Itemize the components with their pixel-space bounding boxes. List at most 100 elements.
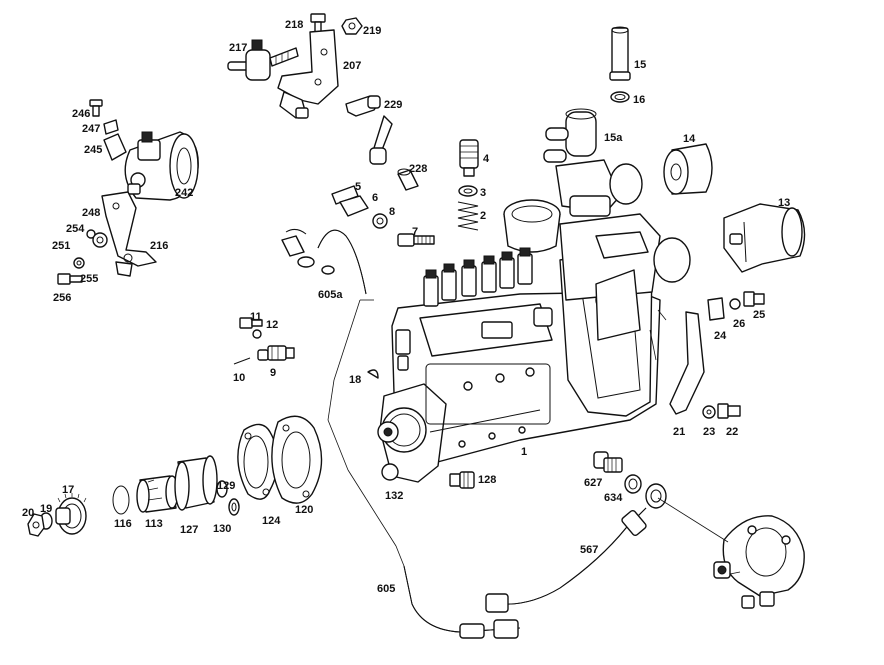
part-116-circlip <box>112 485 130 515</box>
label-7: 7 <box>412 226 418 238</box>
label-14: 14 <box>683 133 696 145</box>
label-22: 22 <box>726 426 738 438</box>
part-113-bearing <box>136 475 179 513</box>
part-634-seal-ring <box>624 474 642 494</box>
label-217: 217 <box>229 42 247 54</box>
part-24-plate <box>707 297 725 321</box>
label-23: 23 <box>703 426 715 438</box>
part-567-fuel-line <box>485 483 667 613</box>
label-24: 24 <box>714 330 727 342</box>
label-229: 229 <box>384 99 402 111</box>
label-130: 130 <box>213 523 231 535</box>
part-15a-valve-housing <box>543 108 643 217</box>
part-219-nut <box>341 17 363 35</box>
label-13: 13 <box>778 197 790 209</box>
label-248: 248 <box>82 207 100 219</box>
part-129-seal <box>216 480 228 498</box>
label-15: 15 <box>634 59 646 71</box>
label-18: 18 <box>349 374 361 386</box>
label-634: 634 <box>604 492 623 504</box>
label-113: 113 <box>145 518 163 530</box>
label-21: 21 <box>673 426 685 438</box>
part-251-nut <box>92 232 108 248</box>
part-128-bolt <box>449 471 475 489</box>
label-627: 627 <box>584 477 602 489</box>
delivery-valve-holders <box>423 247 533 307</box>
part-16-seal-ring <box>610 91 630 103</box>
label-5: 5 <box>355 181 361 193</box>
part-10-screw <box>233 357 251 365</box>
label-129: 129 <box>217 480 235 492</box>
label-218: 218 <box>285 19 303 31</box>
leader-lines <box>327 299 741 575</box>
part-130-oring <box>228 498 240 516</box>
label-219: 219 <box>363 25 381 37</box>
part-627-banjo-bolt <box>593 451 623 473</box>
part-2-spring <box>457 201 479 231</box>
label-120: 120 <box>295 504 313 516</box>
part-7-screw <box>397 233 435 247</box>
label-116: 116 <box>114 518 132 530</box>
part-228-sleeve <box>397 168 419 191</box>
label-124: 124 <box>262 515 281 527</box>
part-17-gear <box>55 493 87 535</box>
part-23-washer <box>702 405 716 419</box>
part-245-connector <box>103 133 127 161</box>
label-246: 246 <box>72 108 90 120</box>
part-15-pipe <box>609 26 631 81</box>
label-245: 245 <box>84 144 102 156</box>
label-26: 26 <box>733 318 745 330</box>
label-8: 8 <box>389 206 395 218</box>
part-18-key <box>367 369 379 379</box>
label-228: 228 <box>409 163 427 175</box>
part-6-block <box>339 195 369 217</box>
label-17: 17 <box>62 484 74 496</box>
part-254-washer <box>86 229 96 239</box>
part-242-actuator <box>124 131 199 201</box>
feed-pump <box>713 515 805 609</box>
part-120-flange-plate <box>271 415 323 504</box>
label-4: 4 <box>483 153 490 165</box>
label-605: 605 <box>377 583 395 595</box>
part-217-throttle-rod-assembly <box>227 39 299 81</box>
part-127-sleeve <box>174 455 218 511</box>
part-124-gasket <box>237 423 279 500</box>
label-10: 10 <box>233 372 245 384</box>
label-9: 9 <box>270 367 276 379</box>
part-9-fitting <box>257 345 295 361</box>
part-26-washer <box>729 298 741 310</box>
part-12-washer <box>252 329 262 339</box>
label-15a: 15a <box>604 132 623 144</box>
label-12: 12 <box>266 319 278 331</box>
label-207: 207 <box>343 60 361 72</box>
part-1-injection-pump-body <box>377 199 691 483</box>
label-605a: 605a <box>318 289 343 301</box>
label-6: 6 <box>372 192 378 204</box>
part-605-fuel-line <box>403 565 521 639</box>
part-247-clip <box>103 119 119 135</box>
label-3: 3 <box>480 187 486 199</box>
part-22-screw <box>717 403 741 419</box>
label-256: 256 <box>53 292 71 304</box>
label-132: 132 <box>385 490 403 502</box>
part-number-labels: 218 219 217 207 229 246 247 245 242 248 … <box>22 19 790 595</box>
part-20-nut <box>27 513 45 537</box>
part-256-screw <box>57 273 83 285</box>
label-128: 128 <box>478 474 496 486</box>
part-13-solenoid <box>723 203 806 273</box>
label-251: 251 <box>52 240 70 252</box>
label-127: 127 <box>180 524 198 536</box>
label-567: 567 <box>580 544 598 556</box>
part-605a-hose <box>281 228 367 295</box>
label-254: 254 <box>66 223 85 235</box>
label-247: 247 <box>82 123 100 135</box>
label-216: 216 <box>150 240 168 252</box>
label-20: 20 <box>22 507 34 519</box>
part-21-lever <box>669 311 705 415</box>
part-3-washer <box>458 185 478 197</box>
part-246-screw <box>89 99 103 117</box>
label-2: 2 <box>480 210 486 222</box>
part-14-cap <box>663 143 713 195</box>
label-1: 1 <box>521 446 527 458</box>
